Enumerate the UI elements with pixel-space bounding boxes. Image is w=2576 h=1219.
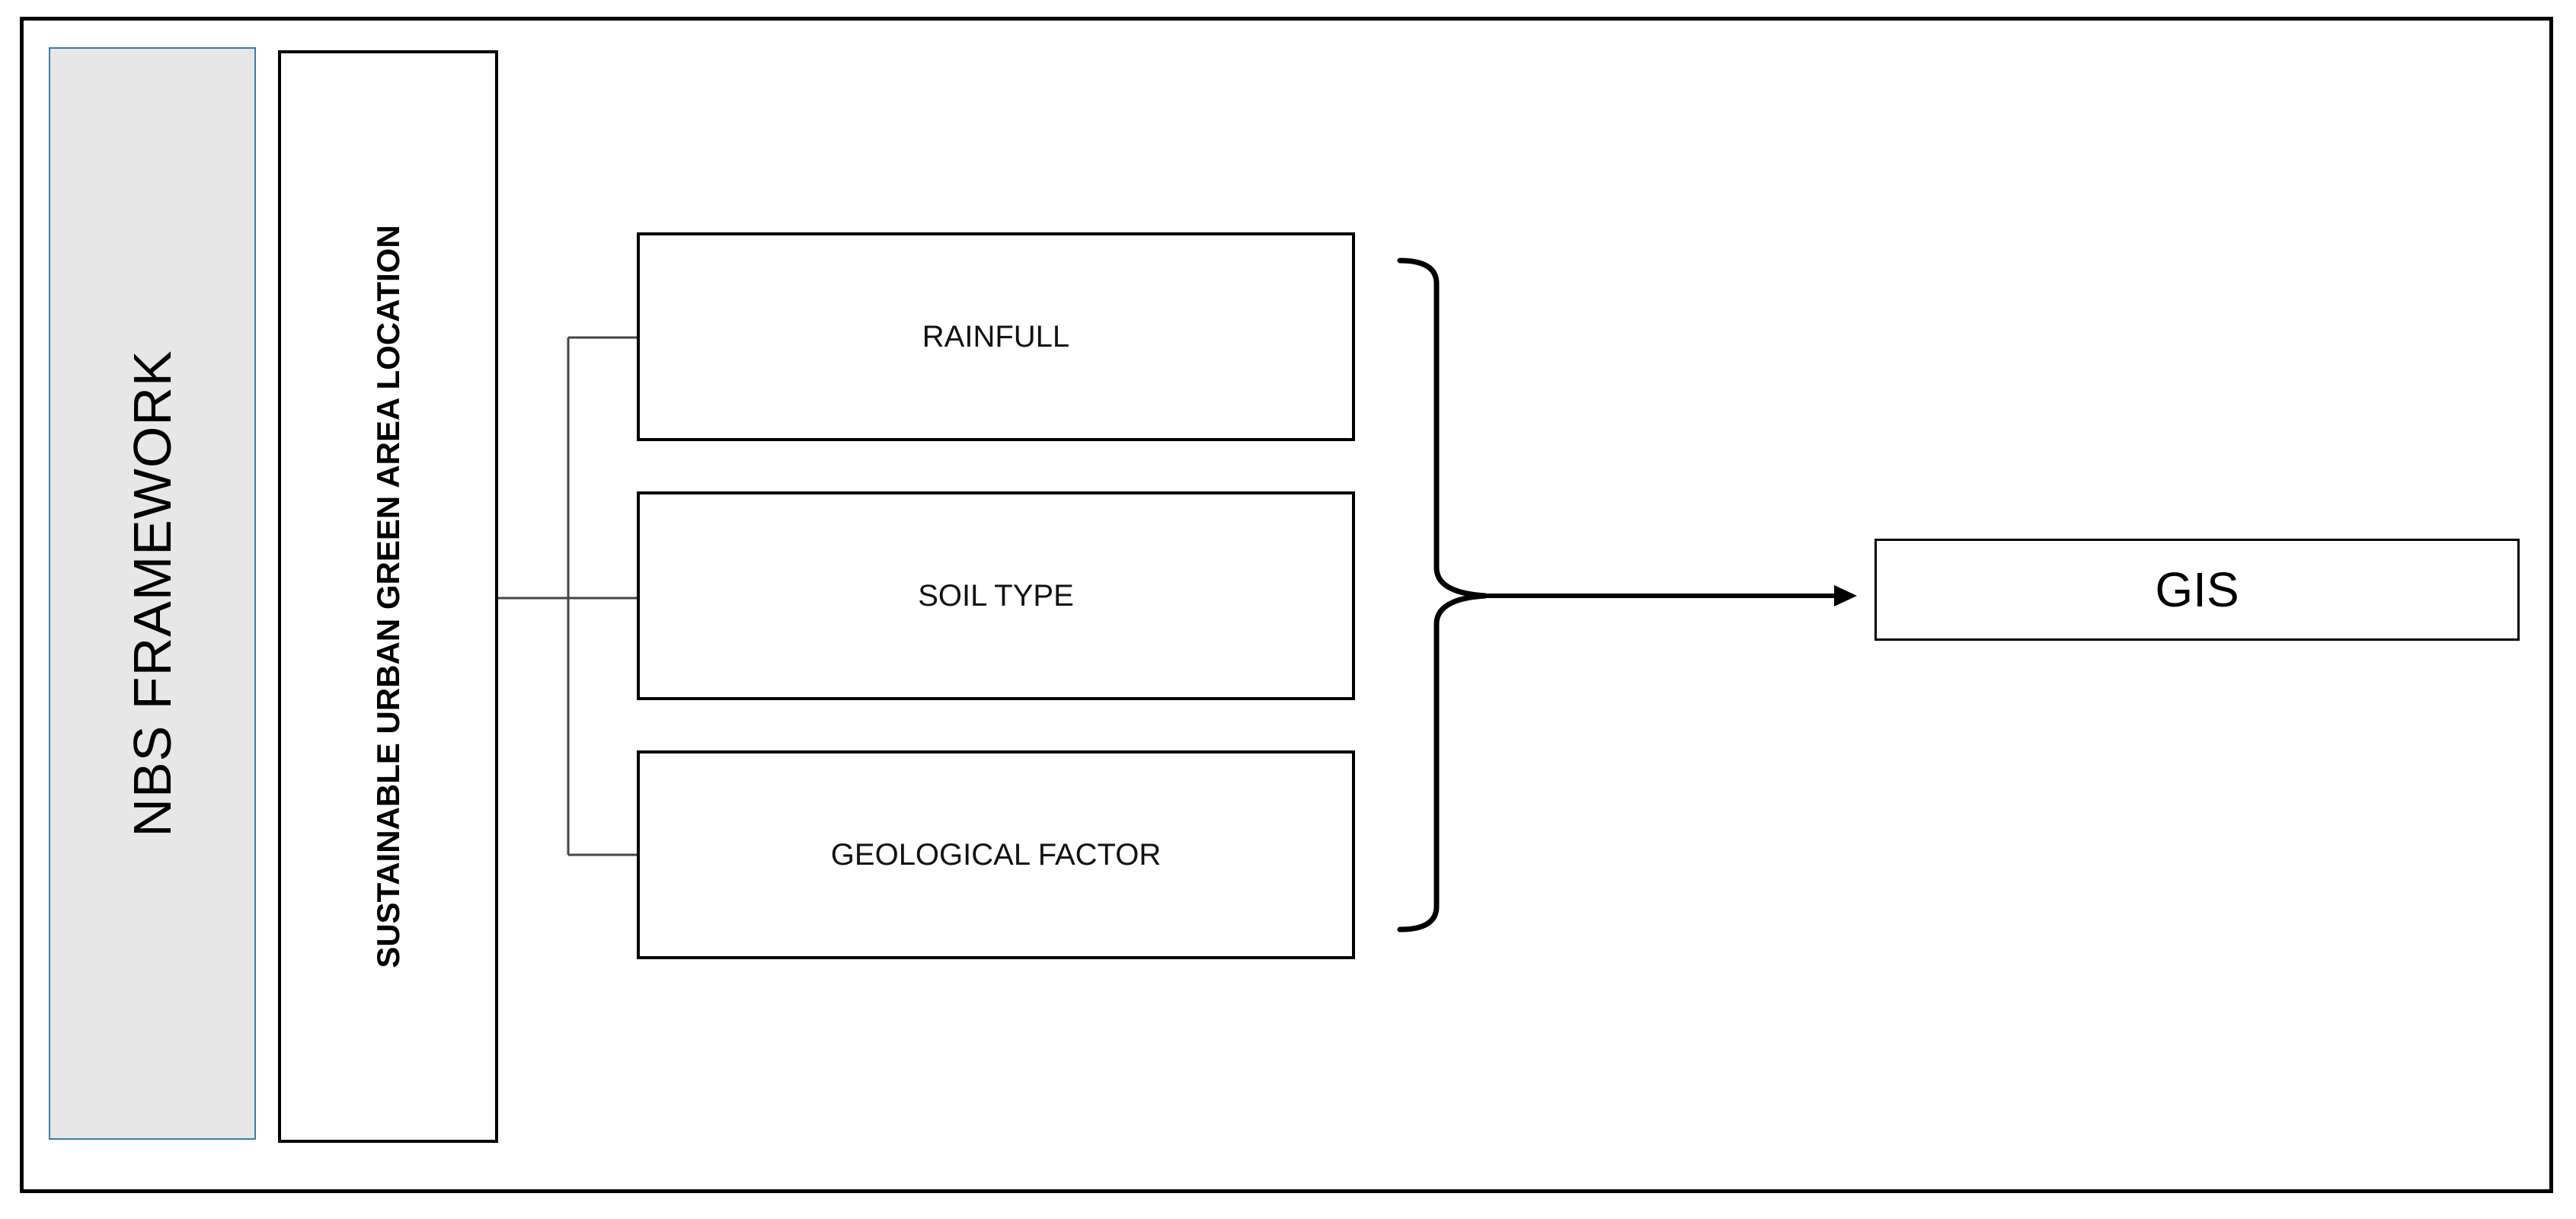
factor-box-geological-factor: GEOLOGICAL FACTOR <box>637 750 1355 959</box>
nbs-framework-label: NBS FRAMEWORK <box>123 350 182 837</box>
factor-label-rainfall: RAINFULL <box>922 319 1070 354</box>
urban-green-area-label: SUSTAINABLE URBAN GREEN AREA LOCATION <box>369 225 406 968</box>
factor-label-soil-type: SOIL TYPE <box>918 578 1074 613</box>
urban-green-area-panel: SUSTAINABLE URBAN GREEN AREA LOCATION <box>278 50 498 1143</box>
nbs-framework-panel: NBS FRAMEWORK <box>49 47 256 1140</box>
gis-label: GIS <box>2155 562 2239 617</box>
factor-box-soil-type: SOIL TYPE <box>637 491 1355 700</box>
diagram-frame <box>20 17 2553 1193</box>
factor-box-rainfall: RAINFULL <box>637 232 1355 441</box>
gis-box: GIS <box>1874 539 2520 641</box>
factor-label-geological-factor: GEOLOGICAL FACTOR <box>830 837 1162 872</box>
